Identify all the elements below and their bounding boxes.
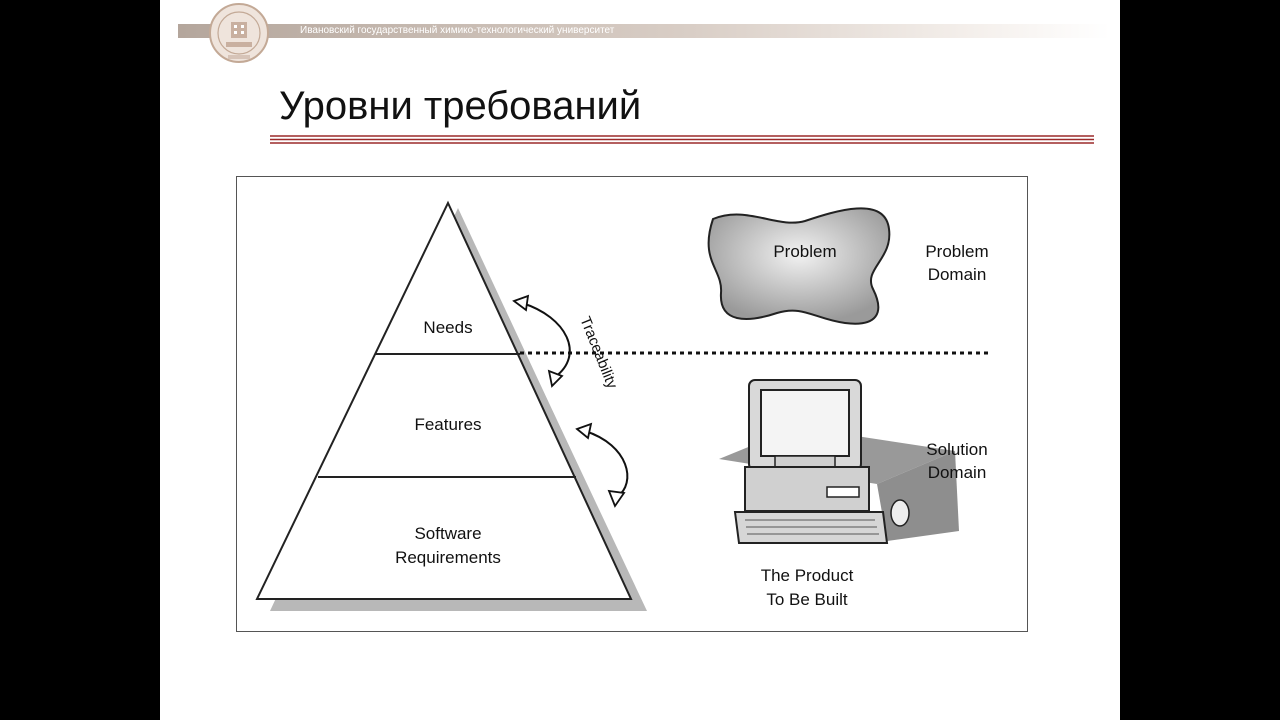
traceability-label: Traceability [576, 314, 620, 391]
slide: Ивановский государственный химико-технол… [160, 0, 1120, 720]
title-underline [270, 135, 1094, 144]
pyramid [255, 200, 633, 600]
level-needs: Needs [423, 318, 472, 337]
diagram-frame: Needs Features Software Requirements Tra… [236, 176, 1028, 632]
problem-blob-label: Problem [773, 242, 836, 261]
problem-domain-line2: Domain [928, 265, 987, 284]
product-caption-line2: To Be Built [766, 590, 848, 609]
header-bar [178, 24, 1110, 38]
problem-blob [707, 207, 891, 325]
level-software: Software [414, 524, 481, 543]
product-caption-line1: The Product [761, 566, 854, 585]
solution-domain-line1: Solution [926, 440, 987, 459]
solution-domain-line2: Domain [928, 463, 987, 482]
slide-title: Уровни требований [279, 84, 642, 128]
upper-arrowhead-top [512, 294, 530, 312]
level-features: Features [414, 415, 481, 434]
traceability-arrow-upper [521, 302, 571, 378]
university-name: Ивановский государственный химико-технол… [300, 25, 615, 36]
lower-arrowhead-bottom [607, 489, 626, 508]
level-requirements: Requirements [395, 548, 501, 567]
computer-icon [719, 379, 959, 544]
problem-domain-line1: Problem [925, 242, 988, 261]
university-seal-logo [209, 3, 269, 63]
upper-arrowhead-bottom [547, 369, 564, 388]
requirements-pyramid-diagram: Needs Features Software Requirements Tra… [255, 200, 989, 611]
lower-arrowhead-top [575, 422, 593, 440]
traceability-arrow-lower [584, 430, 629, 498]
